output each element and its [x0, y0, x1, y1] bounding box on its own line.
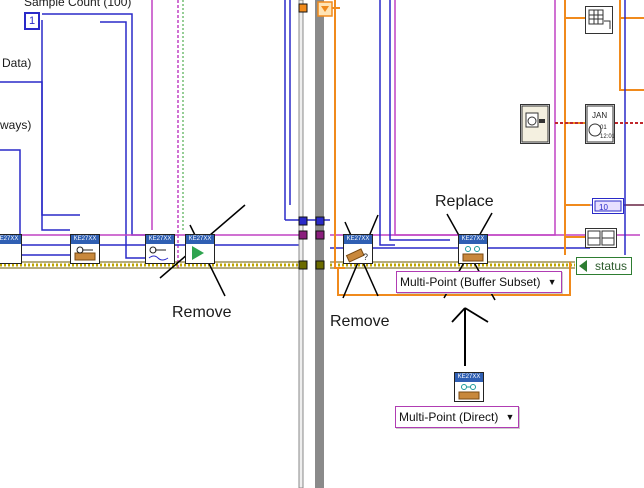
- clock-function-icon[interactable]: [520, 104, 550, 144]
- status-label: status: [595, 259, 628, 273]
- data-label: Data): [2, 56, 32, 70]
- table-icon[interactable]: [585, 6, 613, 34]
- svg-text:JAN: JAN: [592, 111, 607, 120]
- vi-glyph-icon: ?: [345, 248, 368, 263]
- svg-text:?: ?: [363, 252, 368, 262]
- vi-icon[interactable]: KE27XX ?: [343, 234, 373, 264]
- constant-numeric[interactable]: 1: [24, 12, 40, 30]
- orange-wire: [334, 0, 345, 269]
- bundle-node[interactable]: [585, 228, 617, 248]
- tunnel-orange: [298, 3, 308, 13]
- blue-wire: [379, 0, 395, 246]
- vi-icon[interactable]: KE27XX: [145, 234, 175, 264]
- tunnel-blue: [298, 216, 308, 226]
- tunnel-error: [315, 260, 325, 270]
- vi-icon[interactable]: KE27XX: [70, 234, 100, 264]
- blue-wire: [0, 149, 70, 256]
- grid-glyph-icon: [588, 9, 611, 29]
- blue-wire: [0, 81, 80, 216]
- tunnel-error: [298, 260, 308, 270]
- convert-node[interactable]: 10: [592, 198, 624, 214]
- orange-wire: [619, 0, 644, 91]
- blue-wire: [41, 20, 70, 231]
- vi-icon[interactable]: KE27XX: [185, 234, 215, 264]
- blue-wire: [100, 21, 145, 259]
- svg-text:01: 01: [600, 125, 607, 131]
- vi-glyph-icon: [458, 384, 480, 400]
- frame-border: [315, 0, 324, 488]
- frame-border: [298, 0, 304, 488]
- tunnel-pink: [298, 230, 308, 240]
- vi-glyph-icon: [462, 246, 484, 262]
- always-label: ways): [0, 118, 32, 132]
- svg-text:10: 10: [599, 203, 608, 212]
- selector-triangle-icon: [321, 6, 329, 12]
- vi-icon[interactable]: KE27XX: [0, 234, 22, 264]
- ring-dropdown-icon[interactable]: ▼: [505, 412, 515, 422]
- remove-annotation-right: Remove: [330, 313, 390, 330]
- remove-annotation-left: Remove: [172, 304, 232, 321]
- mode-ring-direct[interactable]: Multi-Point (Direct) ▼: [395, 406, 520, 428]
- blue-wire: [389, 0, 450, 241]
- ring-dropdown-icon[interactable]: ▼: [547, 277, 557, 287]
- status-indicator[interactable]: status: [576, 257, 633, 275]
- replace-annotation: Replace: [435, 193, 494, 210]
- calendar-clock-icon: JAN 01 12:01: [586, 105, 616, 143]
- vi-icon[interactable]: KE27XX: [458, 234, 488, 264]
- ring-value: Multi-Point (Direct): [399, 410, 499, 424]
- svg-text:12:01: 12:01: [600, 134, 614, 140]
- ring-value: Multi-Point (Buffer Subset): [400, 275, 541, 289]
- blue-wire: [42, 13, 145, 236]
- start-glyph-icon: [192, 246, 204, 260]
- tunnel-pink: [315, 230, 325, 240]
- vi-icon[interactable]: KE27XX: [454, 372, 484, 402]
- orange-wire: [337, 262, 571, 296]
- convert-glyph-icon: 10: [594, 200, 622, 212]
- date-time-icon[interactable]: JAN 01 12:01: [585, 104, 616, 144]
- vi-glyph-icon: [74, 246, 96, 261]
- sample-count-label: Sample Count (100): [24, 0, 132, 9]
- tunnel-blue: [315, 216, 325, 226]
- vi-glyph-icon: [148, 246, 169, 261]
- mode-ring-buffer-subset[interactable]: Multi-Point (Buffer Subset) ▼: [396, 271, 562, 293]
- arrow-up-icon: [451, 307, 489, 366]
- bundle-glyph-icon: [587, 230, 615, 246]
- status-terminal-icon: [579, 260, 587, 272]
- clock-glyph-icon: [521, 105, 549, 143]
